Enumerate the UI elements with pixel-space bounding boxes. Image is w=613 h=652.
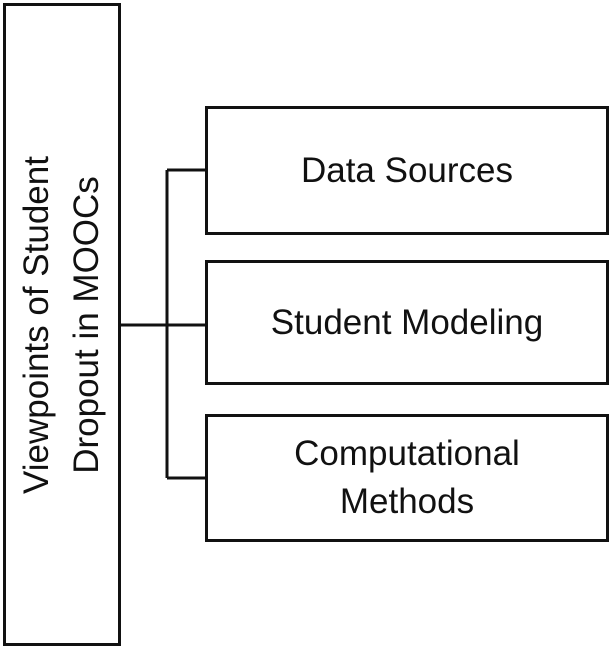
computational-methods-label-line-2: Methods	[339, 482, 475, 521]
root-node-label-line-2: Dropout in MOOCs	[67, 175, 106, 474]
computational-methods-box: Computational Methods	[205, 414, 609, 542]
student-modeling-box: Student Modeling	[205, 260, 609, 385]
computational-methods-label-line-1: Computational	[294, 434, 520, 473]
root-node-label-line-1: Viewpoints of Student	[17, 155, 56, 494]
data-sources-box: Data Sources	[205, 106, 609, 235]
data-sources-label: Data Sources	[300, 150, 514, 190]
root-node-box: Viewpoints of Student Dropout in MOOCs	[3, 3, 121, 646]
computational-methods-label: Computational Methods	[294, 430, 520, 526]
student-modeling-label: Student Modeling	[270, 302, 544, 342]
root-node-label: Viewpoints of Student Dropout in MOOCs	[12, 15, 112, 635]
